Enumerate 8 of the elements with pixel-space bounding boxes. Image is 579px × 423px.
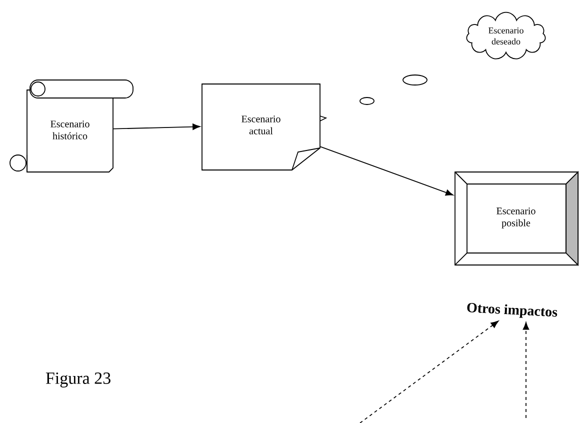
impact-text: Otros impactos <box>467 302 558 318</box>
dashed-arrow <box>360 320 499 423</box>
caption-text: Figura 23 <box>46 372 110 388</box>
arrow <box>113 124 200 130</box>
dashed-arrow <box>522 322 530 418</box>
thought-cloud: Escenario deseado <box>360 12 546 105</box>
bevel-box: Escenario posible <box>454 170 578 266</box>
arrow <box>320 146 454 196</box>
